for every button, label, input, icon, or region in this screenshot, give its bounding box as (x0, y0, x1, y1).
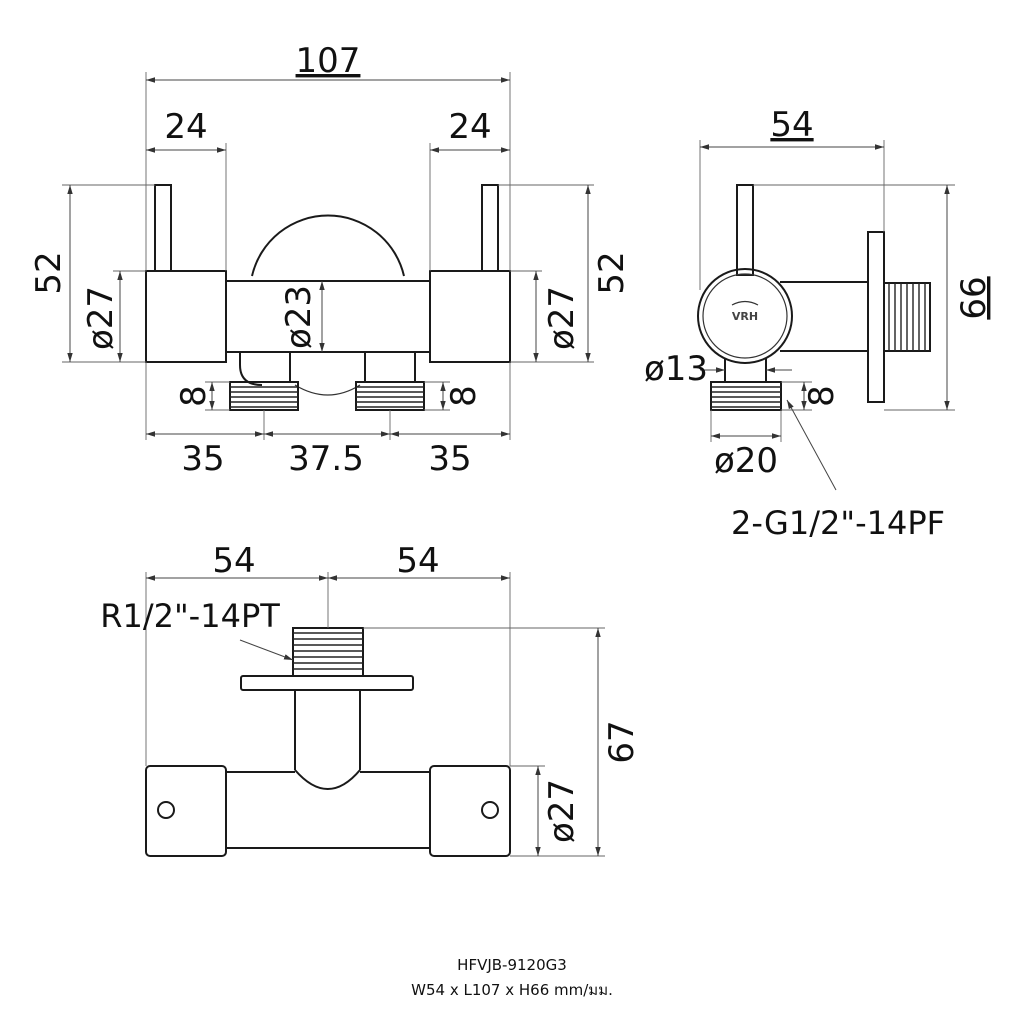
right-handle (481, 184, 499, 272)
side-flange (867, 231, 885, 403)
overall-dimensions: W54 x L107 x H66 mm/มม. (411, 981, 613, 999)
right-outlet-thread (355, 381, 425, 411)
right-mount-hole (481, 801, 499, 819)
thread-dia-label: ø20 (714, 441, 778, 481)
side-body-circle (697, 268, 793, 364)
spacing-center-label: 37.5 (288, 439, 364, 479)
side-height-label: 66 (954, 276, 994, 319)
top-right-half-label: 54 (396, 541, 439, 581)
left-body (145, 270, 227, 363)
left-outlet-thread (229, 381, 299, 411)
side-width-label: 54 (770, 105, 813, 145)
front-view: 107 24 24 52 52 ø27 ø27 ø23 8 (29, 41, 632, 479)
left-thread-length-label: 8 (174, 385, 214, 407)
top-height-label: 67 (602, 720, 642, 763)
thread-spec-label: 2-G1/2"-14PF (731, 504, 945, 542)
right-handle-width-label: 24 (448, 107, 491, 147)
top-flange (240, 675, 414, 691)
center-dia-label: ø23 (279, 285, 319, 349)
flange-arc (251, 214, 405, 277)
side-thread-length-label: 8 (802, 385, 842, 407)
caption: HFVJB-9120G3 W54 x L107 x H66 mm/มม. (0, 953, 1024, 1003)
left-mount-hole (157, 801, 175, 819)
side-view: VRH (644, 105, 994, 542)
left-handle-width-label: 24 (164, 107, 207, 147)
left-handle (154, 184, 172, 272)
brand-logo: VRH (732, 310, 758, 323)
spacing-right-label: 35 (428, 439, 471, 479)
left-body-dia-label: ø27 (81, 286, 121, 350)
right-body (429, 270, 511, 363)
right-thread-length-label: 8 (444, 385, 484, 407)
top-body-dia-label: ø27 (542, 779, 582, 843)
right-body-dia-label: ø27 (542, 286, 582, 350)
overall-length-label: 107 (296, 41, 361, 81)
side-outlet-thread (710, 381, 782, 411)
model-number: HFVJB-9120G3 (457, 956, 567, 974)
side-handle (736, 184, 754, 276)
outlet-dia-label: ø13 (644, 349, 708, 389)
top-inlet-thread (292, 627, 364, 677)
right-height-label: 52 (592, 251, 632, 294)
inlet-thread-spec-label: R1/2"-14PT (100, 597, 280, 635)
left-height-label: 52 (29, 251, 69, 294)
top-right-body (429, 765, 511, 857)
top-left-half-label: 54 (212, 541, 255, 581)
spacing-left-label: 35 (181, 439, 224, 479)
top-view: 54 54 R1/2"-14PT 67 ø27 (100, 541, 642, 857)
side-inlet-thread (883, 282, 931, 352)
top-left-body (145, 765, 227, 857)
